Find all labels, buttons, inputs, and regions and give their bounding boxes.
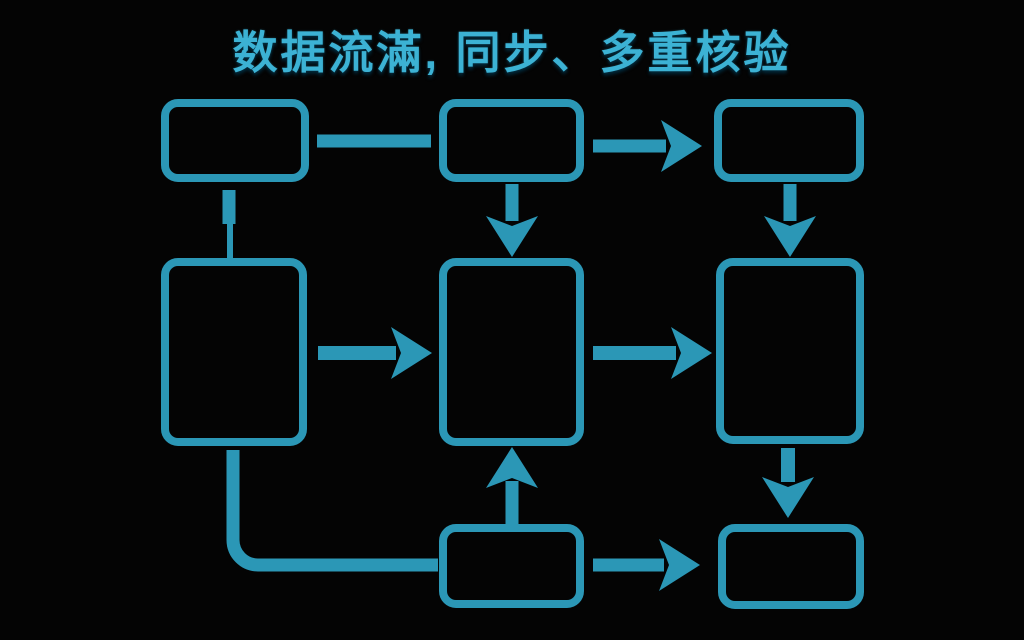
node-bottom-mid (439, 524, 584, 608)
connector-top-right-to-mid-right-arrowhead (764, 216, 816, 257)
connector-bottom-mid-to-mid-mid-arrowhead (486, 447, 538, 488)
node-top-right (714, 99, 864, 182)
connector-mid-mid-to-mid-right-arrowhead (671, 327, 712, 379)
node-mid-left (161, 258, 307, 446)
connector-top-mid-to-mid-mid-arrowhead (486, 216, 538, 257)
node-top-mid (439, 99, 584, 182)
node-mid-right (716, 258, 864, 444)
connector-mid-left-to-mid-mid-arrowhead (391, 327, 432, 379)
connector-top-mid-to-top-right-arrowhead (661, 120, 702, 172)
connector-bottom-mid-to-bottom-right-arrowhead (659, 539, 700, 591)
node-bottom-right (718, 524, 864, 609)
connector-mid-right-to-bottom-right-arrowhead (762, 477, 814, 518)
node-top-left (161, 99, 309, 182)
node-mid-mid (439, 258, 584, 446)
page-title: 数据流滿, 同步、多重核验 (232, 27, 792, 78)
connector-mid-left-to-bottom-mid (226, 450, 438, 572)
